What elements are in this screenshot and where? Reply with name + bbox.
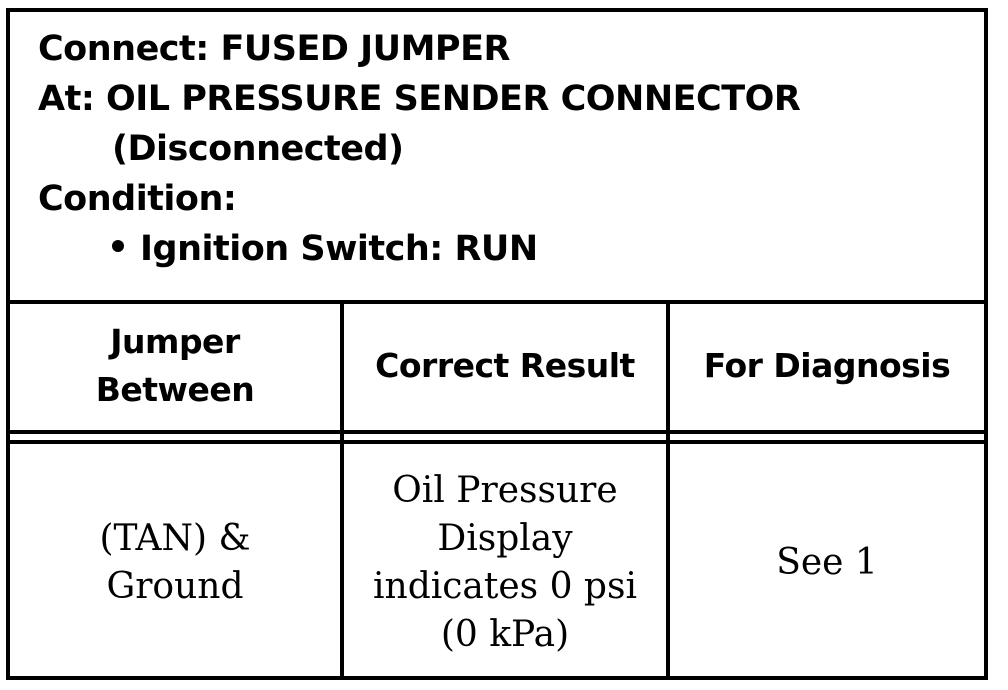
connect-line: Connect: FUSED JUMPER bbox=[38, 29, 510, 69]
column-divider bbox=[340, 300, 344, 676]
column-header-line: Between bbox=[95, 370, 255, 409]
at-line: At: OIL PRESSURE SENDER CONNECTOR bbox=[38, 79, 801, 119]
cell-for-diagnosis: See 1 bbox=[670, 446, 984, 680]
cell-line: See 1 bbox=[776, 542, 878, 583]
cell-line: (0 kPa) bbox=[440, 614, 570, 655]
column-divider bbox=[666, 300, 670, 676]
column-header-line: Jumper bbox=[110, 322, 240, 361]
condition-item-text: Ignition Switch: RUN bbox=[140, 229, 538, 269]
diagnostic-test-box: Connect: FUSED JUMPER At: OIL PRESSURE S… bbox=[6, 8, 988, 680]
column-header-correct-result: Correct Result bbox=[344, 304, 666, 428]
column-header-line: For Diagnosis bbox=[703, 346, 951, 385]
condition-label: Condition: bbox=[38, 179, 237, 219]
condition-item: Ignition Switch: RUN bbox=[38, 224, 984, 274]
cell-line: (TAN) & bbox=[99, 518, 251, 559]
bullet-icon bbox=[112, 240, 124, 252]
header-rule bbox=[10, 430, 984, 434]
cell-line: Oil Pressure bbox=[392, 470, 618, 511]
test-instructions: Connect: FUSED JUMPER At: OIL PRESSURE S… bbox=[10, 12, 984, 304]
cell-line: indicates 0 psi bbox=[373, 566, 637, 607]
column-header-line: Correct Result bbox=[375, 346, 635, 385]
header-rule bbox=[10, 440, 984, 444]
cell-jumper-between: (TAN) & Ground bbox=[10, 446, 340, 680]
column-header-for-diagnosis: For Diagnosis bbox=[670, 304, 984, 428]
cell-line: Display bbox=[437, 518, 573, 559]
results-table: Jumper Between Correct Result For Diagno… bbox=[10, 300, 984, 676]
at-note: (Disconnected) bbox=[112, 129, 404, 169]
column-header-jumper-between: Jumper Between bbox=[10, 304, 340, 428]
cell-correct-result: Oil Pressure Display indicates 0 psi (0 … bbox=[344, 446, 666, 680]
cell-line: Ground bbox=[106, 566, 244, 607]
